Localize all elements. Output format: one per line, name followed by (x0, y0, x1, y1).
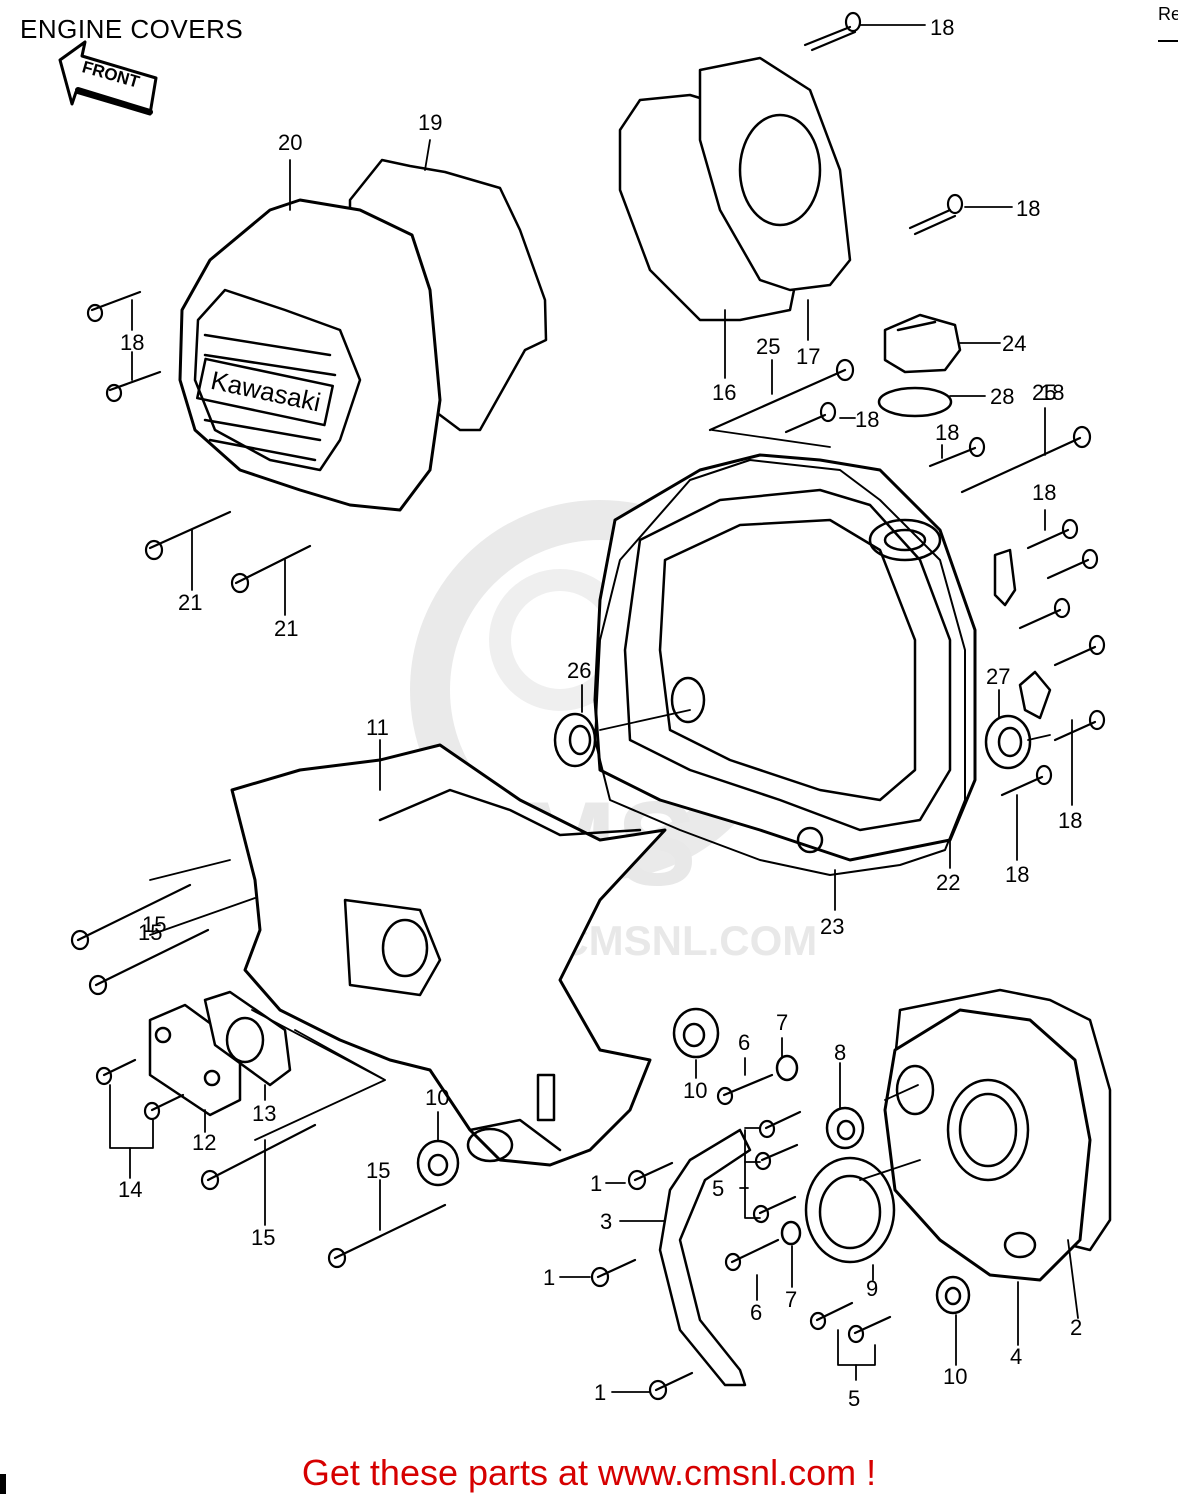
callout-6: 6 (738, 1030, 750, 1055)
callout-15: 15 (366, 1158, 390, 1183)
callout-15: 15 (142, 912, 166, 937)
page-title: ENGINE COVERS (20, 14, 244, 44)
o-ring (877, 386, 953, 418)
callout-17: 17 (796, 344, 820, 369)
callout-6: 6 (750, 1300, 762, 1325)
front-arrow-icon (58, 40, 158, 116)
oil-seal-26 (553, 712, 597, 768)
generator-cover (178, 198, 442, 512)
callout-14: 14 (118, 1177, 142, 1202)
clip-upper (993, 548, 1017, 607)
callout-1: 1 (590, 1171, 602, 1196)
callout-10: 10 (425, 1085, 449, 1110)
oil-seal-10-c (935, 1275, 971, 1315)
callout-15: 15 (251, 1225, 275, 1250)
callout-19: 19 (418, 110, 442, 135)
clutch-cover-gasket (594, 459, 966, 876)
callout-7: 7 (776, 1010, 788, 1035)
washer-upper (775, 1054, 799, 1082)
oil-seal-10-a (416, 1139, 460, 1187)
clip-lower (1018, 670, 1052, 720)
leader-lines (109, 24, 1079, 1393)
oil-filler-cap (883, 313, 962, 374)
bolts (70, 11, 1106, 1401)
callout-25: 25 (1032, 380, 1056, 405)
callout-22: 22 (936, 870, 960, 895)
callout-18: 18 (1032, 480, 1056, 505)
callout-9: 9 (866, 1276, 878, 1301)
callout-18: 18 (1016, 196, 1040, 221)
callout-13: 13 (252, 1101, 276, 1126)
callout-7: 7 (785, 1287, 797, 1312)
callout-labels: 18 18 18 18 18 18 18 18 18 19 20 21 21 1… (80, 15, 1082, 1411)
callout-2: 2 (1070, 1315, 1082, 1340)
callout-3: 3 (600, 1209, 612, 1234)
callout-18: 18 (935, 420, 959, 445)
callout-25: 25 (756, 334, 780, 359)
callout-5: 5 (712, 1176, 724, 1201)
callout-28: 28 (990, 384, 1014, 409)
oil-seal-10-b (672, 1007, 720, 1059)
callout-21: 21 (178, 590, 202, 615)
oil-seal-27 (984, 714, 1032, 770)
callout-18: 18 (1005, 862, 1029, 887)
footer-link[interactable]: Get these parts at www.cmsnl.com ! (301, 1452, 877, 1493)
engine-sprocket-cover (230, 743, 667, 1167)
oil-seal-small (825, 1106, 865, 1150)
callout-23: 23 (820, 914, 844, 939)
callout-18: 18 (1058, 808, 1082, 833)
output-cover (883, 1008, 1092, 1282)
bracket-plate (658, 1128, 752, 1387)
callout-27: 27 (986, 664, 1010, 689)
plate-gasket (203, 990, 292, 1087)
callout-18: 18 (120, 330, 144, 355)
callout-26: 26 (567, 658, 591, 683)
callout-15: 15 (138, 920, 162, 945)
callout-10: 10 (943, 1364, 967, 1389)
callout-1: 1 (543, 1265, 555, 1290)
washer-lower (780, 1220, 802, 1246)
callout-18: 18 (1040, 380, 1064, 405)
callout-21: 21 (274, 616, 298, 641)
callout-16: 16 (712, 380, 736, 405)
callout-8: 8 (834, 1040, 846, 1065)
callout-18: 18 (930, 15, 954, 40)
oil-seal-large (804, 1156, 896, 1264)
inner-cover-plate (698, 56, 852, 292)
callout-11: 11 (366, 715, 389, 740)
callout-24: 24 (1002, 331, 1026, 356)
corner-text: Re (1158, 4, 1178, 24)
edge-mark (0, 1474, 6, 1494)
callout-20: 20 (278, 130, 302, 155)
callout-4: 4 (1010, 1344, 1022, 1369)
callout-12: 12 (192, 1130, 216, 1155)
corner-divider (1158, 40, 1178, 42)
callout-1: 1 (594, 1380, 606, 1405)
callout-18: 18 (855, 407, 879, 432)
callout-5: 5 (848, 1386, 860, 1411)
callout-10: 10 (683, 1078, 707, 1103)
